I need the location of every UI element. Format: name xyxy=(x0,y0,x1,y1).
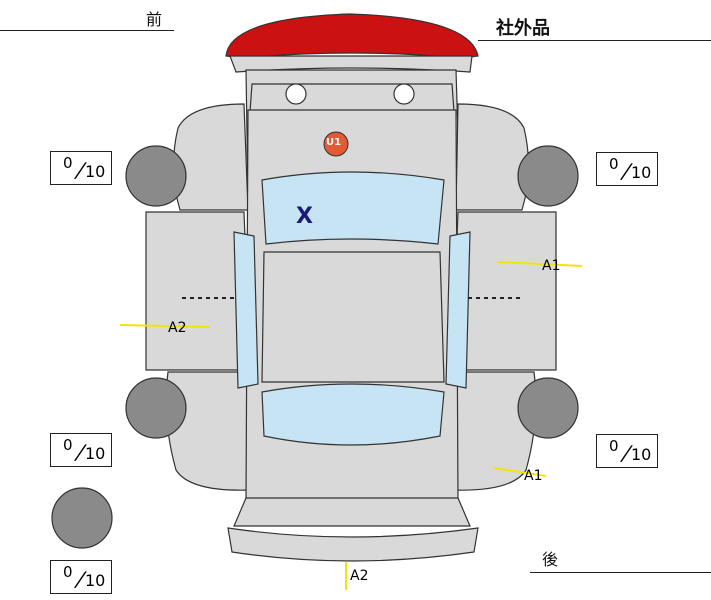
rear-window xyxy=(261,383,445,446)
u1-badge-label: U1 xyxy=(326,137,342,148)
aftermarket-label: 社外品 xyxy=(496,18,550,39)
wheel-front-left xyxy=(125,145,187,207)
windshield-x-mark: X xyxy=(296,204,313,229)
mark-left-front-door: A2 xyxy=(168,320,187,336)
wheel-rear-right xyxy=(517,377,579,439)
mark-right-front-door: A1 xyxy=(542,258,561,274)
right-front-window xyxy=(445,231,471,389)
tire-box-front-left: 0 / 10 xyxy=(50,151,112,185)
wheel-rear-left xyxy=(125,377,187,439)
front-label: 前 xyxy=(146,10,163,29)
tire-box-front-right: 0 / 10 xyxy=(596,152,658,186)
mark-right-rear-quarter: A1 xyxy=(524,468,543,484)
u1-badge xyxy=(323,131,349,157)
aftermarket-rule xyxy=(478,40,711,41)
left-front-window xyxy=(233,231,259,389)
front-rule xyxy=(0,30,174,31)
wheel-front-right xyxy=(517,145,579,207)
wheel-spare xyxy=(51,487,113,549)
mark-rear-bumper: A2 xyxy=(350,568,369,584)
rear-label: 後 xyxy=(542,550,559,569)
tire-box-rear-left: 0 / 10 xyxy=(50,433,112,467)
front-bumper xyxy=(225,13,479,59)
tire-box-spare: 0 / 10 xyxy=(50,560,112,594)
windshield xyxy=(261,171,445,245)
rear-rule xyxy=(530,572,711,573)
tire-box-rear-right: 0 / 10 xyxy=(596,434,658,468)
